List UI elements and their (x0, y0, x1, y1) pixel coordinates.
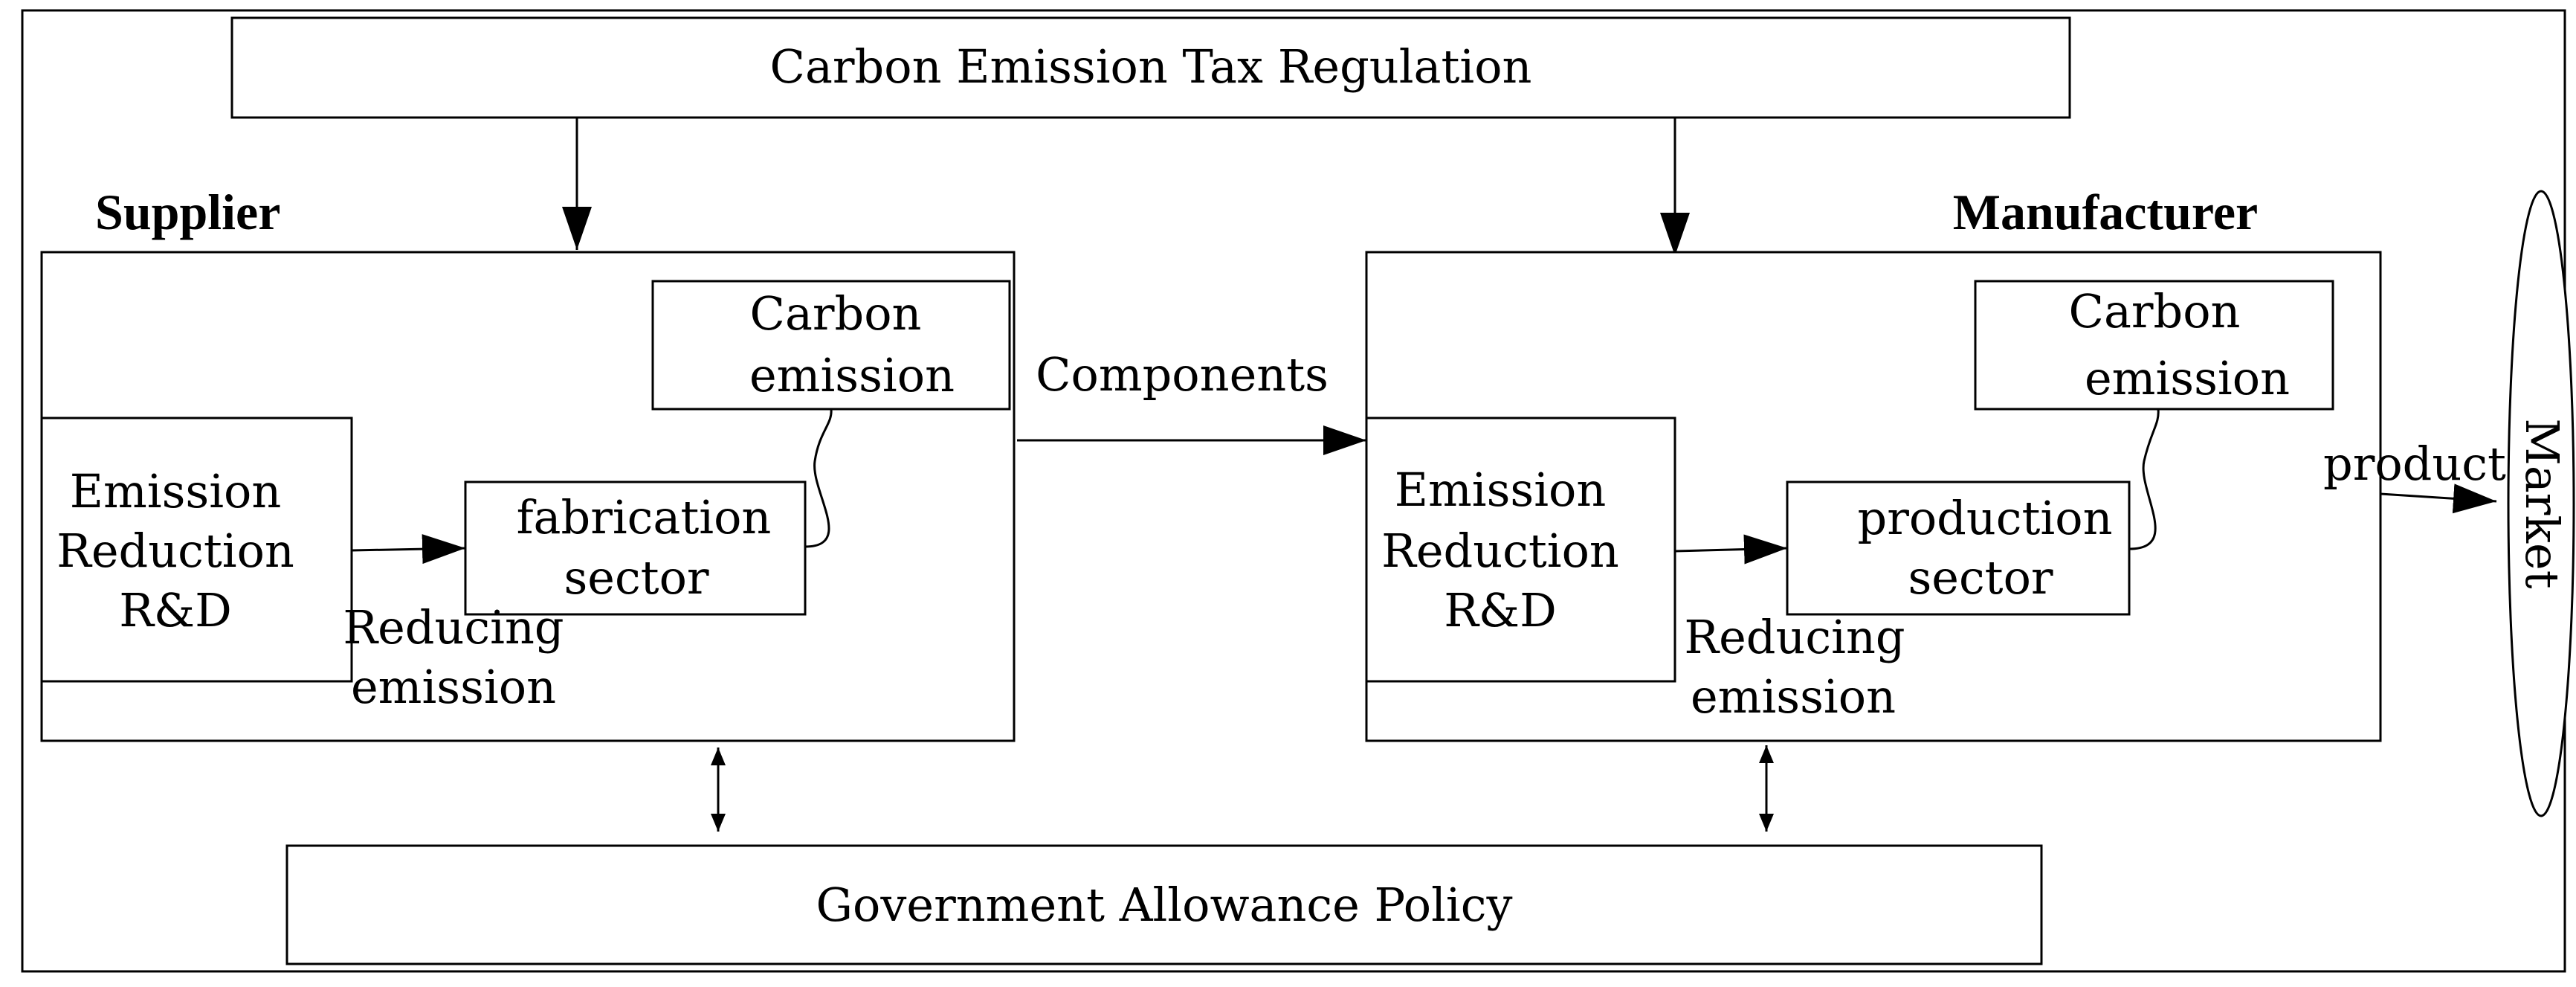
svg-text:Carbon: Carbon (750, 286, 922, 341)
svg-text:emission: emission (749, 348, 955, 402)
svg-text:Carbon: Carbon (2069, 284, 2241, 338)
manufacturer-rnd-box: Emission Reduction R&D (1365, 417, 1676, 683)
svg-text:fabrication: fabrication (517, 490, 772, 544)
manufacturer-emission-connector (2128, 408, 2160, 550)
market-label: Market (2515, 418, 2569, 588)
supplier-rnd-to-fabrication-arrow (351, 534, 466, 565)
svg-text:R&D: R&D (119, 583, 232, 637)
manufacturer-production-sector-box: production sector (1786, 480, 2131, 616)
svg-text:Reducing: Reducing (343, 600, 564, 655)
supplier-reducing-emission-label: Reducing emission (343, 600, 564, 714)
product-label: product (2323, 437, 2506, 491)
manufacturer-carbon-emission-box: Carbon emission (1974, 280, 2334, 411)
svg-text:Reduction: Reduction (57, 524, 294, 578)
manufacturer-rnd-to-production-arrow (1674, 534, 1788, 565)
svg-text:R&D: R&D (1444, 583, 1557, 637)
product-to-market-arrow (2380, 483, 2497, 514)
svg-text:production: production (1858, 491, 2113, 545)
carbon-tax-regulation-label: Carbon Emission Tax Regulation (770, 39, 1532, 94)
svg-text:emission: emission (2085, 351, 2290, 405)
carbon-tax-regulation-box: Carbon Emission Tax Regulation (230, 16, 2071, 119)
government-allowance-policy-label: Government Allowance Policy (816, 878, 1513, 932)
manufacturer-reducing-emission-label: Reducing emission (1684, 610, 1905, 724)
supplier-rnd-box: Emission Reduction R&D (40, 417, 353, 683)
supplier-carbon-emission-box: Carbon emission (651, 280, 1011, 411)
supplier-title: Supplier (95, 184, 280, 240)
svg-text:sector: sector (564, 550, 708, 605)
supplier-emission-connector (804, 408, 833, 548)
svg-text:emission: emission (351, 660, 556, 714)
manufacturer-title: Manufacturer (1953, 184, 2258, 240)
svg-text:emission: emission (1691, 669, 1896, 724)
government-allowance-policy-box: Government Allowance Policy (285, 844, 2043, 965)
components-label: Components (1036, 347, 1329, 402)
svg-text:Reducing: Reducing (1684, 610, 1905, 664)
svg-text:sector: sector (1908, 550, 2053, 605)
market-node: Market (2507, 190, 2575, 817)
svg-text:Emission: Emission (1395, 463, 1607, 517)
supplier-fabrication-sector-box: fabrication sector (464, 480, 807, 616)
svg-text:Reduction: Reduction (1381, 524, 1619, 578)
svg-text:Emission: Emission (70, 464, 282, 518)
